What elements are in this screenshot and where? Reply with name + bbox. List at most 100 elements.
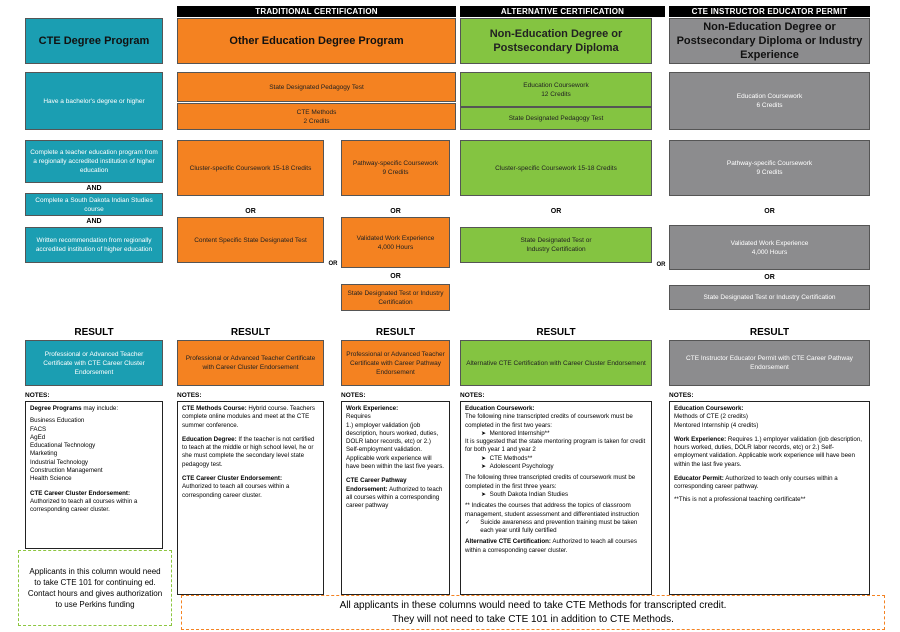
pathway-coursework-permit: Pathway-specific Coursework 9 Credits	[669, 140, 870, 196]
not-certificate-note: **This is not a professional teaching ce…	[674, 495, 806, 503]
degree-programs-heading: Degree Programs	[30, 405, 82, 412]
cluster-coursework-alt: Cluster-specific Coursework 15-18 Credit…	[460, 140, 652, 196]
work-experience-text-1: Requires 1.) employer validation (job de…	[346, 413, 445, 471]
req-recommendation: Written recommendation from regionally a…	[25, 227, 163, 263]
cte-methods-box: CTE Methods 2 Credits	[177, 103, 456, 130]
star-note: ** Indicates the courses that address th…	[465, 502, 639, 518]
and-connector-2: AND	[86, 218, 102, 225]
callout-methods-line1: All applicants in these columns would ne…	[339, 599, 727, 611]
or-side-c3: OR	[328, 261, 338, 267]
education-degree-text: If the teacher is not certified to teach…	[182, 435, 315, 468]
callout-methods-line2: They will not need to take CTE 101 in ad…	[392, 613, 674, 625]
notes-label-2: NOTES:	[177, 392, 202, 399]
header-traditional: TRADITIONAL CERTIFICATION	[177, 6, 456, 17]
notes-permit: Education Coursework:Methods of CTE (2 c…	[669, 401, 870, 595]
callout-cte-methods: All applicants in these columns would ne…	[181, 595, 885, 630]
req-teacher-program: Complete a teacher education program fro…	[25, 140, 163, 183]
result-alternative: Alternative CTE Certification with Caree…	[460, 340, 652, 386]
or-connector-c3-1: OR	[390, 208, 401, 215]
pedagogy-test-traditional: State Designated Pedagogy Test	[177, 72, 456, 102]
title-non-education: Non-Education Degree or Postsecondary Di…	[460, 18, 652, 64]
bullet-adolescent-psychology: ➤ Adolescent Psychology	[481, 463, 554, 471]
notes-label-5: NOTES:	[669, 392, 694, 399]
content-state-test: Content Specific State Designated Test	[177, 217, 324, 263]
notes-label-4: NOTES:	[460, 392, 485, 399]
or-side-c4: OR	[656, 262, 666, 268]
work-experience-permit: Validated Work Experience 4,000 Hours	[669, 225, 870, 270]
result-other-education: Professional or Advanced Teacher Certifi…	[177, 340, 324, 386]
cluster-endorsement-text-2: Authorized to teach all courses within a…	[182, 483, 290, 499]
title-other-education: Other Education Degree Program	[177, 18, 456, 64]
pathway-coursework-traditional: Pathway-specific Coursework 9 Credits	[341, 140, 450, 196]
notes-alternative: Education Coursework: The following nine…	[460, 401, 652, 595]
and-connector-1: AND	[86, 185, 102, 192]
education-coursework-text-1: The following nine transcripted credits …	[465, 413, 633, 429]
degree-program-item: FACS	[30, 425, 47, 433]
bullet-mentored-internship: ➤ Mentored Internship**	[481, 429, 550, 437]
req-bachelor: Have a bachelor's degree or higher	[25, 72, 163, 130]
methods-course-heading: CTE Methods Course:	[182, 405, 247, 412]
check-icon: ✓	[465, 518, 471, 526]
result-label-4: RESULT	[536, 327, 576, 338]
degree-program-item: Construction Management	[30, 467, 103, 475]
bullet-indian-studies: ➤ South Dakota Indian Studies	[481, 490, 569, 498]
work-experience-traditional: Validated Work Experience 4,000 Hours	[341, 217, 450, 268]
cluster-coursework-traditional: Cluster-specific Coursework 15-18 Credit…	[177, 140, 324, 196]
degree-program-item: AgEd	[30, 433, 46, 441]
state-test-alt: State Designated Test or Industry Certif…	[460, 227, 652, 263]
notes-cte-degree: Degree Programs may include: Business Ed…	[25, 401, 163, 549]
result-label-2: RESULT	[230, 327, 271, 338]
check-note-row: ✓ Suicide awareness and prevention traini…	[465, 519, 647, 536]
degree-program-item: Educational Technology	[30, 442, 96, 450]
result-pathway: Professional or Advanced Teacher Certifi…	[341, 340, 450, 386]
education-coursework-permit: Education Coursework 6 Credits	[669, 72, 870, 130]
education-coursework-heading-alt: Education Coursework:	[465, 405, 535, 412]
methods-course-text: Hybrid course. Teachers complete online …	[182, 405, 315, 429]
bullet-indian-studies-text: South Dakota Indian Studies	[489, 490, 569, 498]
or-connector-c2: OR	[245, 208, 256, 215]
or-connector-c4: OR	[550, 208, 562, 215]
education-degree-heading: Education Degree:	[182, 435, 237, 443]
header-alternative: ALTERNATIVE CERTIFICATION	[460, 6, 665, 17]
check-note-text: Suicide awareness and prevention trainin…	[480, 518, 638, 535]
notes-other-education: CTE Methods Course: Hybrid course. Teach…	[177, 401, 324, 595]
education-coursework-text-permit: Methods of CTE (2 credits) Mentored Inte…	[674, 413, 759, 429]
educator-permit-text: Authorized to teach only courses within …	[674, 475, 838, 491]
education-coursework-text-3: The following three transcripted credits…	[465, 474, 636, 490]
bullet-mentored-internship-text: Mentored Internship**	[489, 429, 550, 437]
education-coursework-heading-permit: Education Coursework:	[674, 405, 744, 412]
result-cte-degree: Professional or Advanced Teacher Certifi…	[25, 340, 163, 386]
result-label-5: RESULT	[749, 327, 790, 338]
bullet-cte-methods: ➤ CTE Methods**	[481, 454, 533, 462]
work-experience-heading-2: Work Experience:	[674, 435, 727, 443]
state-test-permit: State Designated Test or Industry Certif…	[669, 285, 870, 310]
degree-programs-heading-rest: may include:	[81, 405, 119, 412]
or-connector-c5-1: OR	[764, 208, 775, 215]
degree-program-item: Business Education	[30, 417, 85, 425]
work-experience-text-2: Requires 1.) employer validation (job de…	[674, 435, 863, 468]
degree-program-item: Health Science	[30, 475, 72, 483]
title-cte-degree: CTE Degree Program	[25, 18, 163, 64]
education-coursework-text-2: It is suggested that the state mentoring…	[465, 438, 646, 454]
pathway-endorsement-heading: CTE Career Pathway Endorsement:	[346, 477, 407, 493]
alt-cert-heading: Alternative CTE Certification:	[465, 538, 551, 546]
notes-pathway: Work Experience:Requires 1.) employer va…	[341, 401, 450, 595]
state-test-traditional: State Designated Test or Industry Certif…	[341, 284, 450, 311]
result-label-1: RESULT	[74, 327, 114, 338]
notes-label-3: NOTES:	[341, 392, 366, 399]
title-permit: Non-Education Degree or Postsecondary Di…	[669, 18, 870, 64]
notes-label-1: NOTES:	[25, 392, 50, 399]
bullet-cte-methods-text: CTE Methods**	[489, 454, 533, 462]
pathway-endorsement-text: Authorized to teach all courses within a…	[346, 485, 443, 510]
result-label-3: RESULT	[375, 327, 416, 338]
cluster-endorsement-heading-1: CTE Career Cluster Endorsement:	[30, 489, 131, 497]
cluster-endorsement-heading-2: CTE Career Cluster Endorsement:	[182, 475, 283, 483]
pedagogy-test-alt: State Designated Pedagogy Test	[460, 107, 652, 130]
or-connector-c5-2: OR	[764, 274, 775, 281]
cluster-endorsement-text-1: Authorized to teach all courses within a…	[30, 497, 138, 514]
req-indian-studies: Complete a South Dakota Indian Studies c…	[25, 193, 163, 216]
or-connector-c3-2: OR	[390, 273, 401, 280]
result-permit: CTE Instructor Educator Permit with CTE …	[669, 340, 870, 386]
callout-cte-101: Applicants in this column would need to …	[18, 550, 172, 626]
